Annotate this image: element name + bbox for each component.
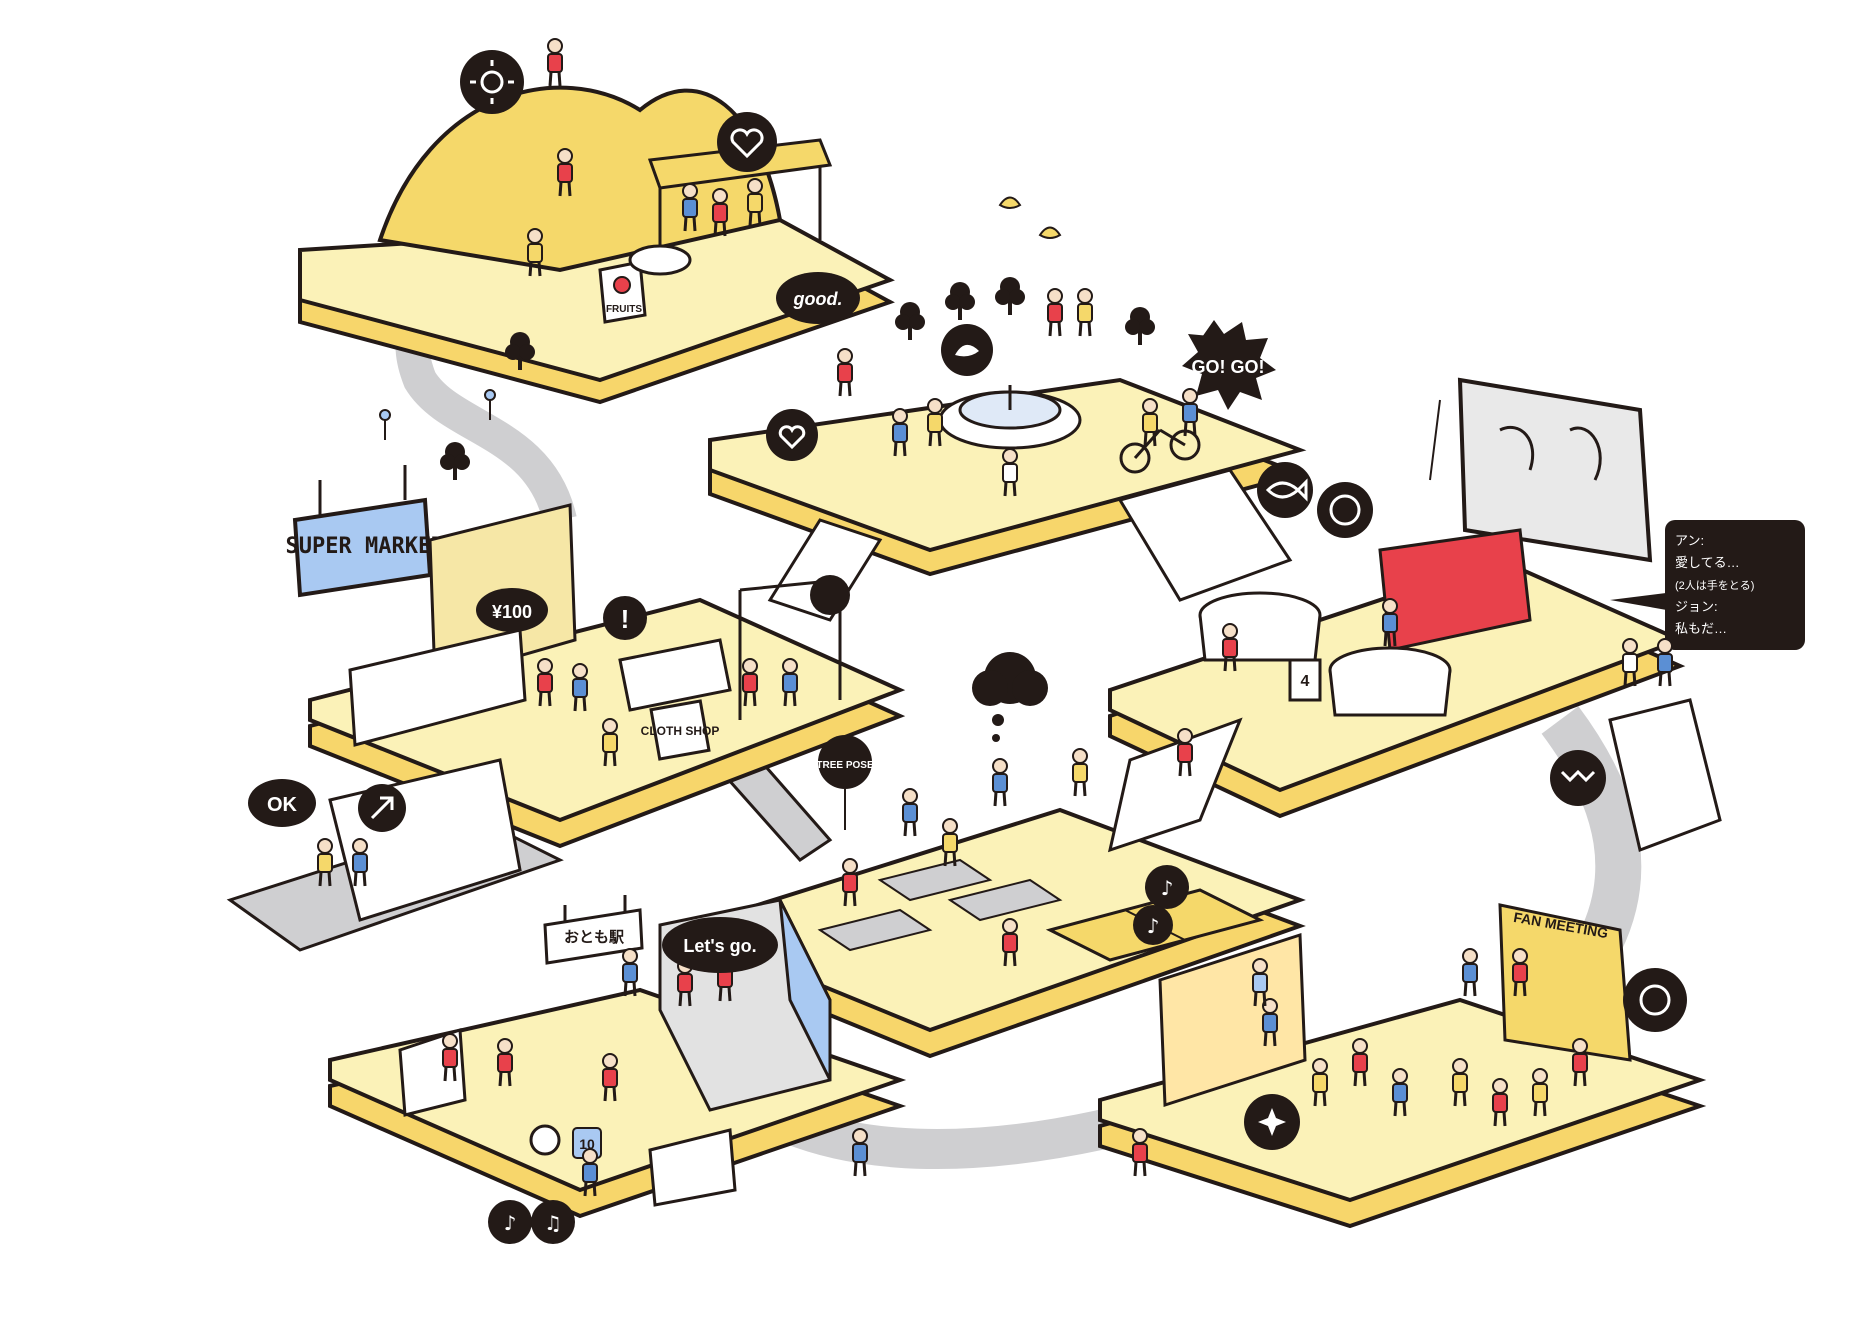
face-icon [1639,984,1671,1016]
bird-icon [998,196,1022,209]
person [1046,287,1064,338]
ok-bubble: OK [248,779,316,827]
subtitle-line2: 愛してる… [1675,555,1740,570]
person [851,1127,869,1178]
bird-icon [1038,226,1062,239]
station-sign: おとも駅 [543,895,644,965]
price-text: ¥100 [492,602,532,622]
price-bubble: ¥100 [476,588,548,632]
station-sign-text: おとも駅 [564,929,625,946]
person [1076,287,1094,338]
person [621,947,639,998]
fan-meeting-stage: FAN MEETING [1158,903,1632,1108]
birds [998,196,1062,239]
sparkle-icon [1258,1108,1286,1136]
ok-text: OK [267,794,298,816]
fountain [938,385,1082,450]
bicycle [1119,428,1201,474]
music-bubbles: ♪ ♪ ♪ ♫ [488,865,1189,1244]
jersey-number: 10 [579,1136,595,1152]
tree-pose-sign: TREE POSE [816,735,874,830]
subtitle-box: アン: 愛してる… (2人は手をとる) ジョン: 私もだ… [1610,520,1805,650]
person [1656,637,1674,688]
person [1461,947,1479,998]
wave-icon [1560,769,1596,783]
platform-fruit-hill [298,85,895,405]
note-icon: ♪ [504,1211,517,1235]
go-go-bubble: GO! GO! [1182,320,1276,410]
lets-go-bubble: Let's go. [662,917,778,973]
heart-bubble [717,112,777,172]
note-icon: ♪ [1161,876,1174,900]
fruits-sign-text: FRUITS [606,304,642,315]
cookie-bubble [1317,482,1373,538]
exclaim-bubble: ! [603,596,647,640]
good-bubble: good. [776,272,860,324]
tree-pose-text: TREE POSE [816,760,874,771]
fruits-sign: FRUITS [598,260,647,324]
heart-icon [778,425,806,450]
subtitle-line1: アン: [1675,533,1704,548]
fish-icon [1265,478,1308,502]
arrow-bubble [358,784,406,832]
sun-icon [480,70,504,94]
person [991,757,1009,808]
person [836,347,854,398]
person [1071,747,1089,798]
good-text: good. [793,289,843,309]
subtitle-line5: 私もだ… [1675,621,1727,636]
sun-bubble [460,50,524,114]
exclaim-text: ! [621,604,630,634]
sparkle-bubble [1244,1094,1300,1150]
note-icon: ♪ [1147,914,1160,938]
table-number: 4 [1301,673,1310,690]
heart-bubble-2 [766,409,818,461]
soccer-ball [529,1124,561,1156]
cloth-shop: CLOTH SHOP [618,575,850,761]
wave-bubble [1550,750,1606,806]
heart-icon [730,128,764,159]
subtitle-line3: (2人は手をとる) [1675,578,1754,592]
bird-icon [955,344,979,357]
movie-screen [1429,377,1653,563]
person [901,787,919,838]
person [1131,1127,1149,1178]
supermarket-sign-text: SUPER MARKET [286,534,445,559]
arrow-icon [370,796,394,820]
person [546,37,564,88]
cloud-bubble [972,652,1048,742]
flowers [379,389,496,440]
go-go-text: GO! GO! [1192,357,1265,377]
cloth-shop-sign-text: CLOTH SHOP [641,724,720,738]
yoga-area [817,858,1063,952]
fish-bubble [1257,462,1313,518]
cookie-icon [1329,494,1361,526]
face-bubble [1623,968,1687,1032]
note-icon: ♫ [544,1211,562,1235]
lets-go-text: Let's go. [683,936,756,956]
subtitle-line4: ジョン: [1675,599,1718,614]
supermarket-sign: SUPER MARKET [286,465,445,598]
bird-bubble [941,324,993,376]
